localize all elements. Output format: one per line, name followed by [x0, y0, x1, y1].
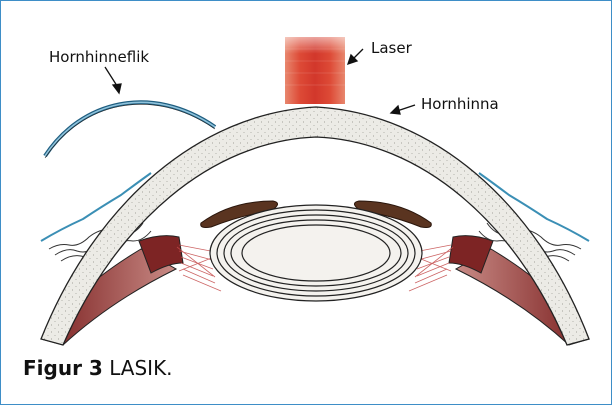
label-laser: Laser	[371, 39, 413, 57]
laser-beam	[285, 37, 345, 104]
figure-caption-text: LASIK.	[109, 356, 172, 380]
label-hornhinneflik: Hornhinneflik	[49, 48, 149, 66]
figure-number: Figur 3	[23, 356, 103, 380]
lens	[210, 205, 422, 301]
figure-caption: Figur 3 LASIK.	[23, 356, 173, 380]
label-hornhinna: Hornhinna	[421, 95, 499, 113]
